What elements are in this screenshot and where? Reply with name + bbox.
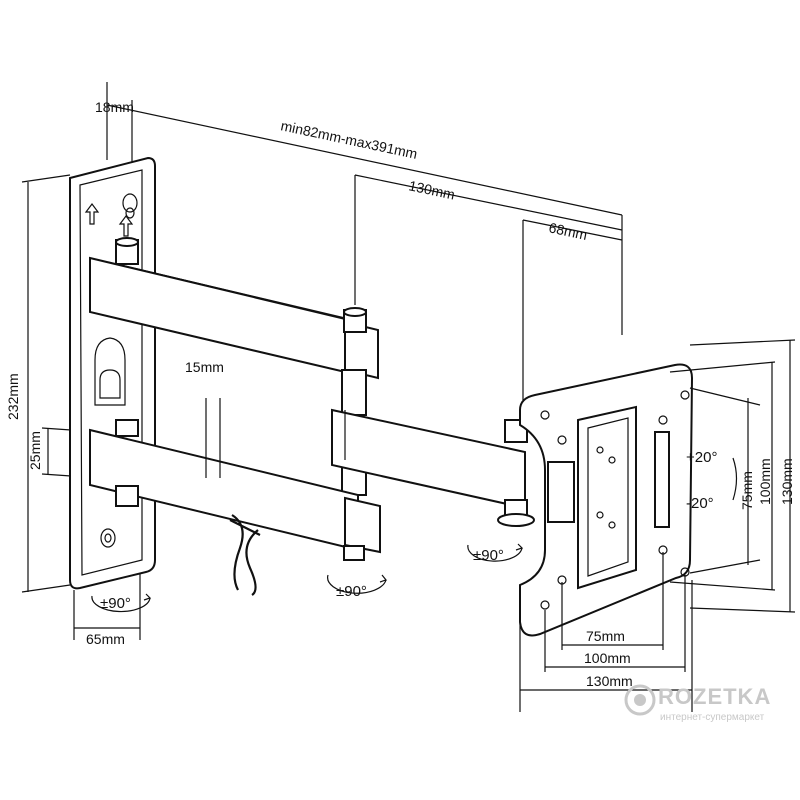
vesa-head: [519, 363, 694, 637]
vesa-v-small-label: 75mm: [739, 471, 755, 510]
arm-height-label: 25mm: [27, 431, 43, 470]
watermark-tagline: интернет-супермаркет: [660, 712, 765, 723]
arm-gap-label: 15mm: [185, 359, 224, 375]
rozetka-watermark: ROZETKA интернет-супермаркет: [624, 684, 771, 723]
front-arm: [331, 408, 535, 527]
plate-depth-label: 68mm: [547, 219, 588, 243]
vesa-v-large-label: 130mm: [779, 458, 795, 505]
plate-height-label: 232mm: [5, 373, 21, 420]
vesa-h-large-label: 130mm: [586, 673, 633, 689]
head-swivel-badge: ±90°: [467, 543, 524, 564]
vesa-v-medium-label: 100mm: [757, 458, 773, 505]
wall-swivel-badge: ±90°: [91, 593, 152, 613]
head-swivel-label: ±90°: [473, 547, 504, 564]
wall-plate: [69, 156, 156, 590]
right-dimension-lines: [669, 339, 796, 613]
tilt-down-label: -20°: [686, 495, 714, 512]
arm-span-label: 130mm: [407, 177, 456, 202]
upper-arm: [89, 237, 379, 380]
plate-offset-label: 18mm: [95, 99, 134, 115]
wall-swivel-label: ±90°: [100, 595, 131, 612]
plate-width-label: 65mm: [86, 631, 125, 647]
arm-swivel-label: ±90°: [336, 583, 367, 600]
bottom-dimension-lines: [519, 552, 693, 712]
cable-clip: [229, 514, 261, 596]
watermark-brand: ROZETKA: [658, 684, 771, 709]
top-dimension-lines: [106, 82, 623, 400]
tilt-up-label: +20°: [686, 449, 717, 466]
vesa-h-medium-label: 100mm: [584, 650, 631, 666]
tilt-arrow: [732, 457, 738, 501]
lower-arm: [89, 419, 381, 561]
vesa-h-small-label: 75mm: [586, 628, 625, 644]
depth-range-label: min82mm-max391mm: [279, 117, 419, 162]
arm-swivel-badge: ±90°: [327, 574, 388, 600]
